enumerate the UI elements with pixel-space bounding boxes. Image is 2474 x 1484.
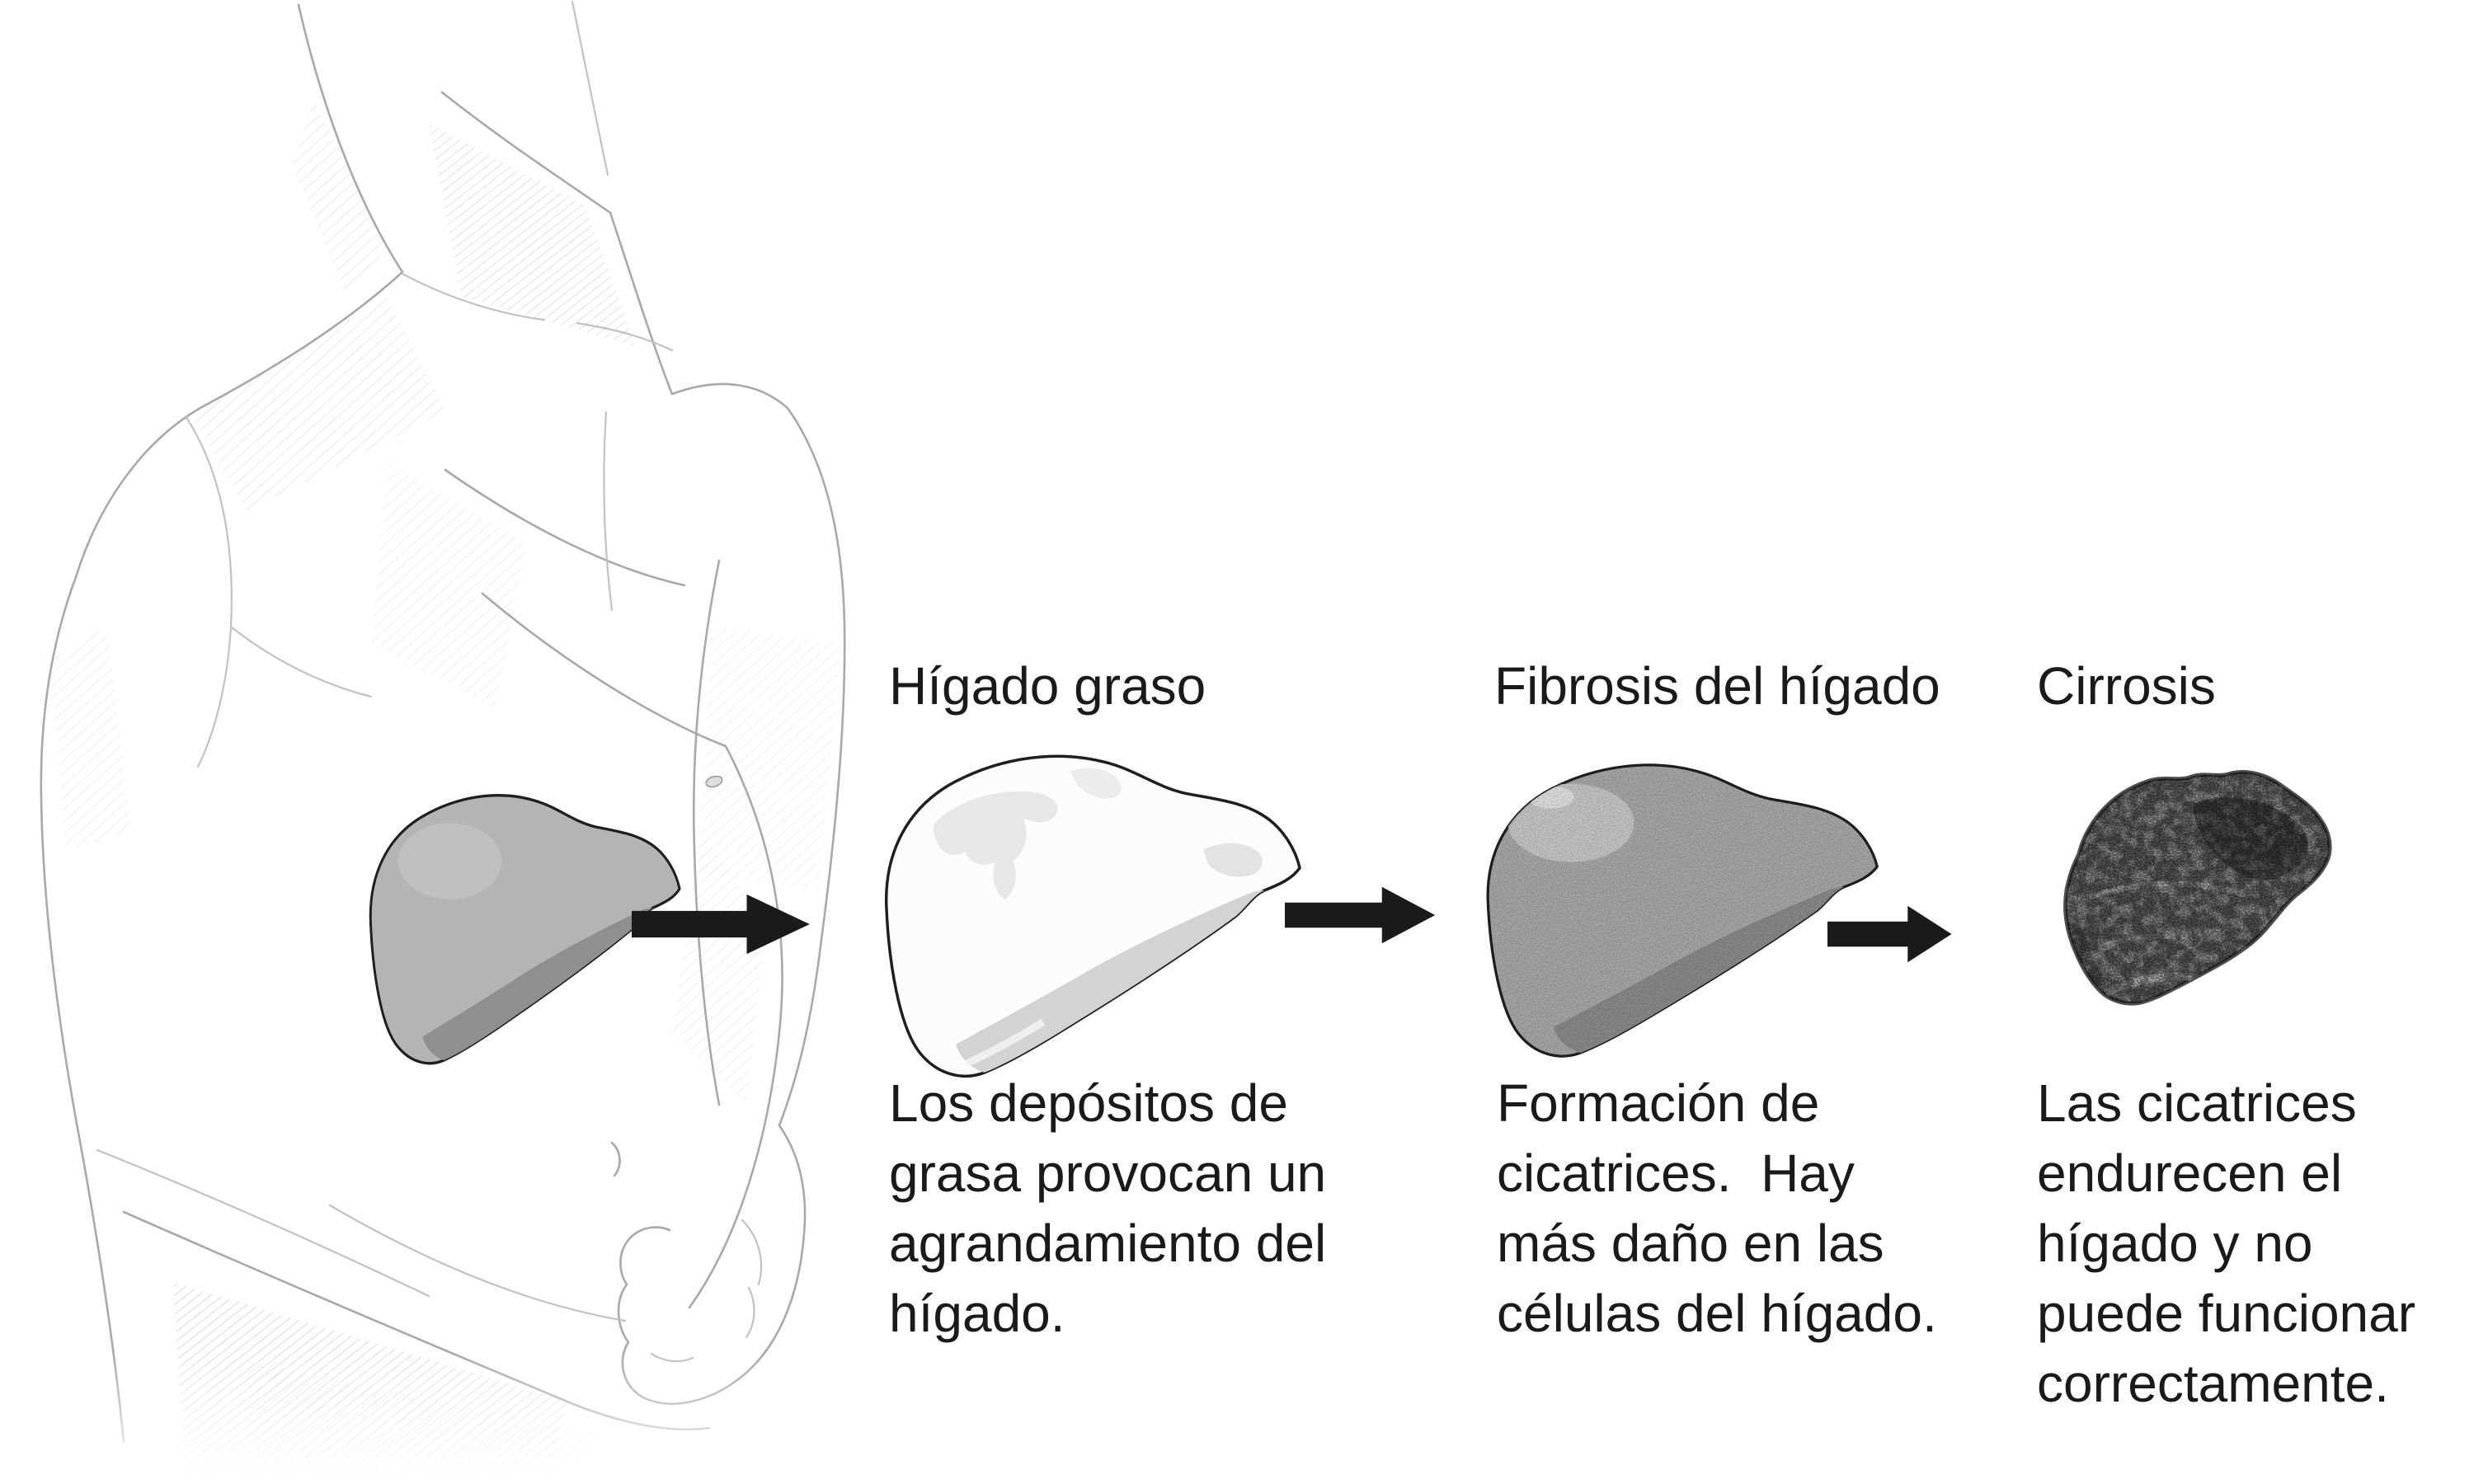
healthy-liver-highlight [397, 823, 502, 899]
cirrhotic-liver-illustration [2063, 769, 2332, 1006]
shoulder-left-contour [74, 270, 404, 579]
fist-knuckle-lines [650, 1219, 763, 1363]
arrow-shape [1285, 886, 1436, 944]
neck-side-shading [293, 99, 388, 297]
belly-right-contour [688, 744, 783, 1309]
arrow-right-icon [1827, 905, 1952, 963]
shoulder-shading [190, 297, 445, 511]
pec-lower-line [481, 592, 727, 748]
arm-right-outer-contour [778, 406, 846, 1127]
arrow-right-icon [1285, 886, 1436, 944]
stage-title: Cirrosis [2037, 656, 2216, 716]
fatty-liver-surface-marks [934, 768, 1263, 1068]
pec-upper-line [444, 468, 686, 587]
stage-description: Formación de cicatrices. Hay más daño en… [1497, 1073, 1937, 1343]
neck-left-contour [297, 3, 404, 274]
sternum-line [603, 411, 614, 612]
stage-title: Hígado graso [889, 656, 1206, 716]
cirrhotic-liver-texture [2065, 772, 2331, 1004]
arrow-right-icon [632, 894, 810, 955]
stage-title: Fibrosis del hígado [1494, 656, 1940, 716]
arrow-shape [1827, 905, 1952, 963]
navel [610, 1141, 621, 1177]
neck-shading [429, 124, 635, 346]
stage-description: Las cicatrices endurecen el hígado y no … [2037, 1073, 2416, 1413]
chin-contour [440, 91, 612, 214]
deltoid-crease [184, 415, 233, 768]
jaw-contour [571, 0, 609, 176]
sketch-fadeout [0, 1352, 866, 1484]
nipple [705, 775, 723, 788]
arm-right-inner-contour [692, 559, 721, 1106]
armpit-line [229, 625, 373, 698]
healthy-liver-illustration [369, 794, 681, 1065]
fibrotic-liver-illustration [1486, 763, 1879, 1058]
fatty-liver-body [884, 754, 1301, 1078]
forearm-shading [699, 627, 841, 890]
chest-shading [371, 462, 528, 709]
torso-left-contour [40, 575, 125, 1443]
neck-right-trapezius-contour [609, 211, 789, 410]
stage-cirrosis: Cirrosis Las cicatrices endurecen el híg… [2027, 651, 2474, 1443]
fatty-liver-illustration [884, 754, 1301, 1078]
stage-description: Los depósitos de grasa provocan un agran… [889, 1073, 1327, 1343]
lower-belly-line [328, 1204, 627, 1322]
waist-line [96, 1148, 430, 1298]
stage-fibrosis: Fibrosis del hígado Formación de cicatri… [1480, 651, 1992, 1443]
stage-higado-graso: Hígado graso Los depósitos de grasa prov… [878, 651, 1390, 1443]
collarbone-lines [401, 272, 674, 352]
arrow-shape [632, 894, 810, 955]
human-torso-sketch [0, 0, 866, 1484]
arm-left-shading [49, 627, 132, 849]
